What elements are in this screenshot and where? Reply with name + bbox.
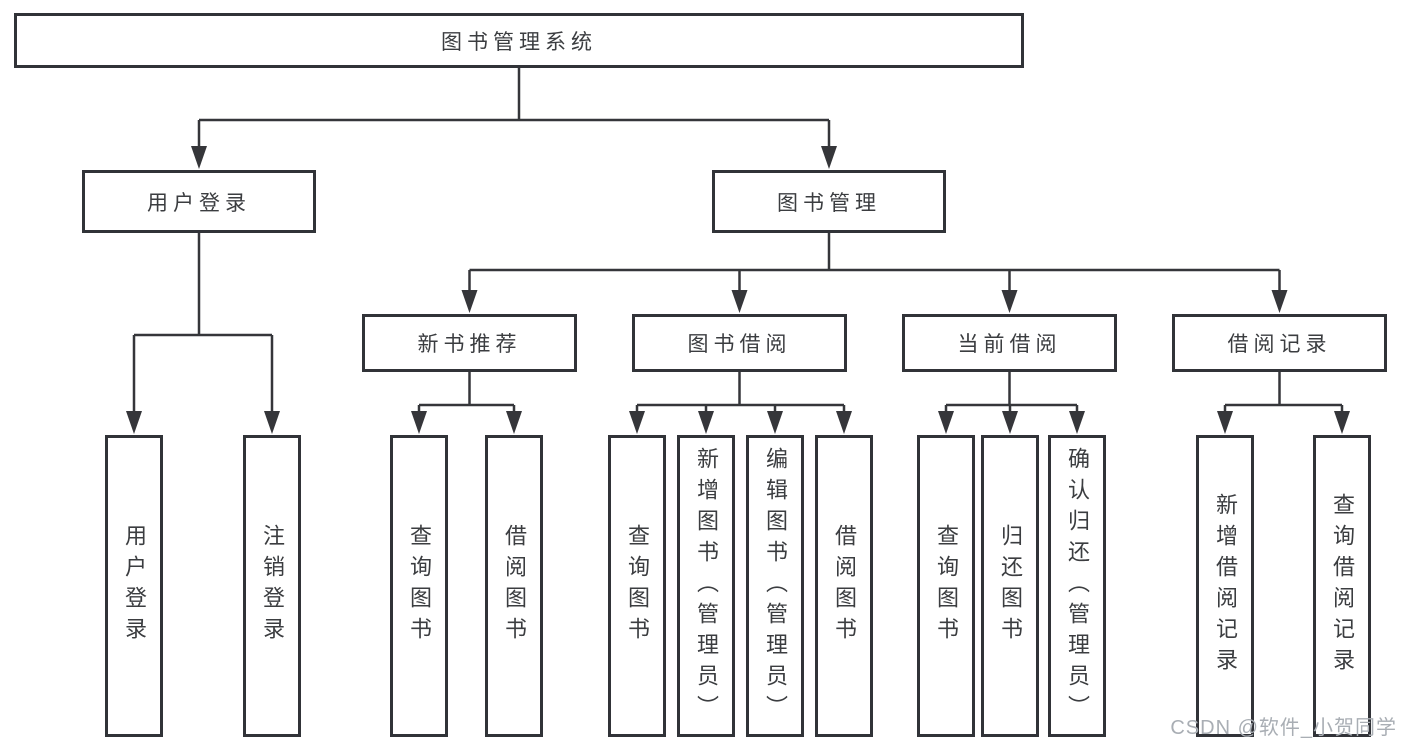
- node-new-book-recommendation: 新书推荐: [362, 314, 577, 372]
- node-current-borrowing: 当前借阅: [902, 314, 1117, 372]
- watermark: CSDN @软件_小贺同学: [1170, 717, 1397, 739]
- leaf-user-login: 用户登录: [105, 435, 163, 737]
- node-label: 查询图书: [934, 524, 959, 648]
- leaf-add-books-admin: 新增图书（管理员）: [677, 435, 735, 737]
- node-label: 确认归还（管理员）: [1065, 446, 1090, 726]
- node-label: 编辑图书（管理员）: [763, 446, 788, 726]
- node-label: 查询借阅记录: [1330, 493, 1355, 679]
- node-label: 新书推荐: [417, 333, 522, 356]
- leaf-borrow-books-borrowing: 借阅图书: [815, 435, 873, 737]
- arrowheads: [126, 146, 1350, 434]
- leaf-return-books: 归还图书: [981, 435, 1039, 737]
- node-label: 图书借阅: [687, 333, 792, 356]
- leaf-confirm-return-admin: 确认归还（管理员）: [1048, 435, 1106, 737]
- node-book-management: 图书管理: [712, 170, 946, 233]
- node-label: 归还图书: [998, 524, 1023, 648]
- leaf-edit-books-admin: 编辑图书（管理员）: [746, 435, 804, 737]
- node-label: 借阅图书: [502, 524, 527, 648]
- node-label: 图书管理系统: [441, 30, 597, 54]
- node-borrowing-records: 借阅记录: [1172, 314, 1387, 372]
- node-label: 新增借阅记录: [1213, 493, 1238, 679]
- node-label: 用户登录: [122, 524, 147, 648]
- node-label: 新增图书（管理员）: [694, 446, 719, 726]
- node-user-login: 用户登录: [82, 170, 316, 233]
- node-label: 当前借阅: [957, 333, 1062, 356]
- node-label: 注销登录: [260, 524, 285, 648]
- leaf-logout: 注销登录: [243, 435, 301, 737]
- node-label: 借阅图书: [832, 524, 857, 648]
- node-label: 借阅记录: [1227, 333, 1332, 356]
- node-label: 用户登录: [147, 191, 251, 215]
- leaf-borrow-books-recommend: 借阅图书: [485, 435, 543, 737]
- node-label: 查询图书: [625, 524, 650, 648]
- node-library-management-system: 图书管理系统: [14, 13, 1024, 68]
- leaf-query-books-borrowing: 查询图书: [608, 435, 666, 737]
- leaf-query-books-recommend: 查询图书: [390, 435, 448, 737]
- node-book-borrowing: 图书借阅: [632, 314, 847, 372]
- leaf-query-books-current: 查询图书: [917, 435, 975, 737]
- node-label: 图书管理: [777, 191, 881, 215]
- leaf-add-borrow-record: 新增借阅记录: [1196, 435, 1254, 737]
- leaf-query-borrow-record: 查询借阅记录: [1313, 435, 1371, 737]
- node-label: 查询图书: [407, 524, 432, 648]
